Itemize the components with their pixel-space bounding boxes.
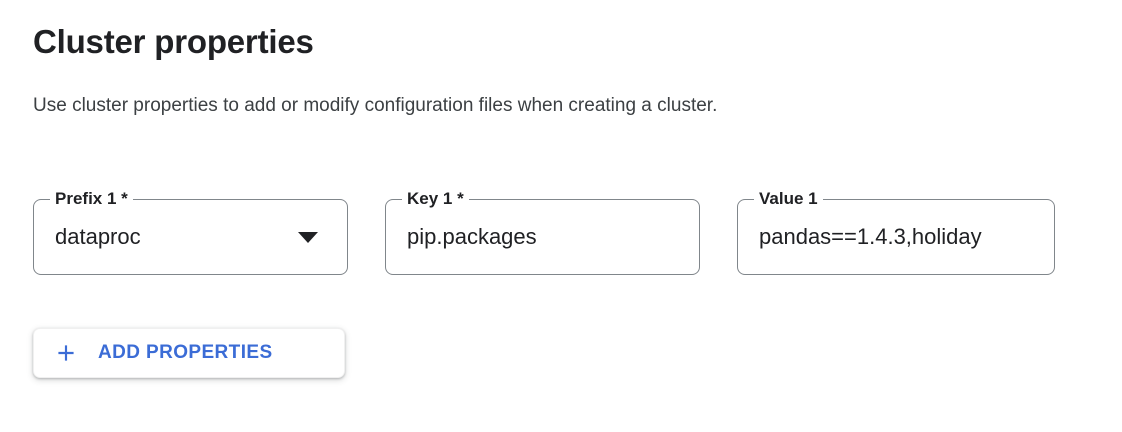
- add-properties-button[interactable]: ADD PROPERTIES: [33, 328, 345, 378]
- prefix-selected-value: dataproc: [55, 224, 141, 249]
- value-field: Value 1: [737, 189, 1055, 275]
- page-title: Cluster properties: [33, 23, 314, 60]
- plus-icon: [58, 345, 74, 361]
- cluster-properties-section: Cluster properties Use cluster propertie…: [33, 23, 1122, 378]
- add-properties-button-label: ADD PROPERTIES: [98, 342, 273, 363]
- section-description: Use cluster properties to add or modify …: [33, 95, 718, 116]
- dropdown-arrow-icon[interactable]: [298, 232, 318, 243]
- key-input[interactable]: [407, 200, 696, 274]
- prefix-select[interactable]: Prefix 1 * dataproc: [33, 189, 348, 275]
- value-input[interactable]: [759, 200, 1051, 274]
- property-row: Prefix 1 * dataproc Key 1 * Value 1: [33, 189, 1122, 275]
- key-field: Key 1 *: [385, 189, 700, 275]
- prefix-label: Prefix 1 *: [50, 189, 133, 209]
